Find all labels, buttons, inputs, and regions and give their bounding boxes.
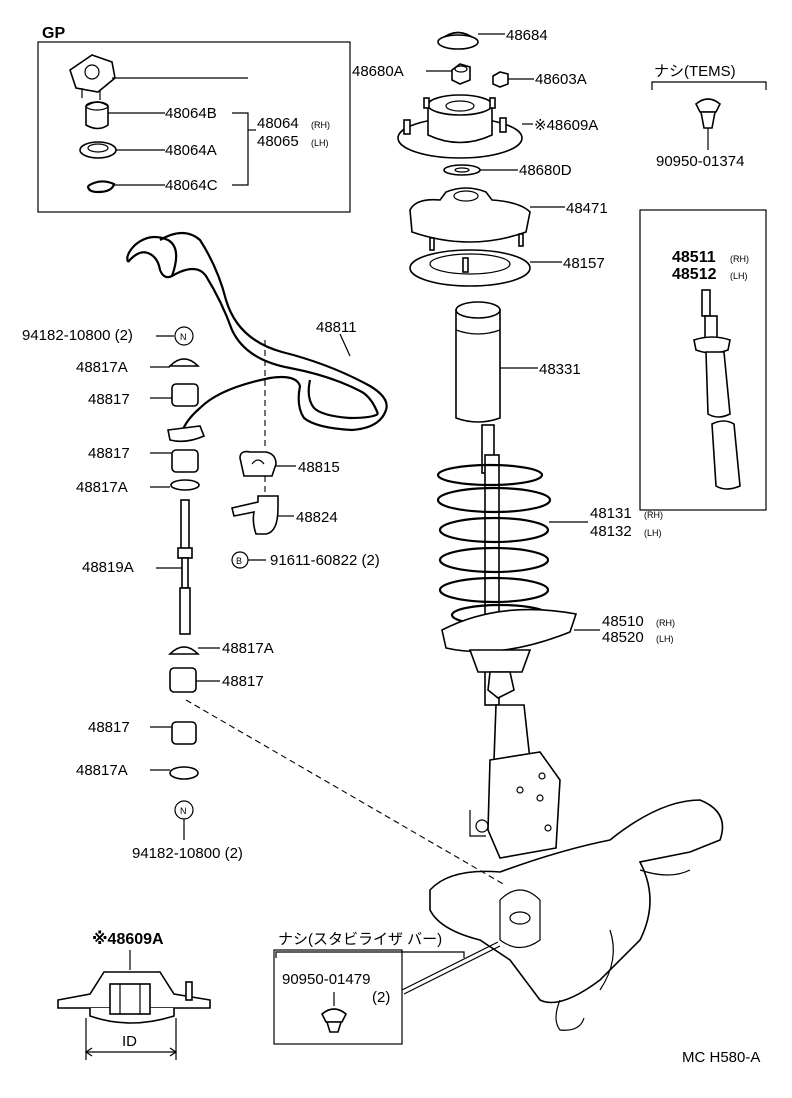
diagram-code: MC H580-A [682, 1049, 760, 1066]
bushing-48817-4-part [171, 721, 197, 745]
label-48680d: 48680D [519, 162, 572, 179]
label-48824: 48824 [296, 509, 338, 526]
retainer-48817a-2-part [170, 479, 200, 491]
detail-title: ※48609A [92, 930, 164, 948]
support-48609a-part [397, 94, 523, 159]
label-90950-01479: 90950-01479 [282, 971, 370, 988]
strut-part [441, 608, 578, 859]
label-48064c: 48064C [165, 177, 218, 194]
label-48511-rh-tag: (RH) [730, 254, 749, 264]
label-48817-1: 48817 [88, 391, 130, 408]
insulator-48157-part [409, 249, 531, 287]
bumper-48331-part [455, 301, 501, 423]
snap-ring-48064c-part [86, 180, 116, 194]
label-48132: 48132 [590, 523, 632, 540]
label-48520: 48520 [602, 629, 644, 646]
label-48065-lh-tag: (LH) [311, 138, 329, 148]
steering-knuckle-part [429, 799, 724, 1031]
stabilizer-note-box: ナシ(スタビライザ バー) 90950-01479 (2) [273, 931, 501, 1045]
detail-dimension: ID [122, 1033, 137, 1050]
label-48817a-1: 48817A [76, 359, 128, 376]
nut-48603a-part [492, 71, 509, 88]
nut-marker-bottom: N [180, 806, 187, 816]
tems-box: ナシ(TEMS) 90950-01374 48511 (RH) 48512 (L… [639, 63, 767, 511]
label-48520-lh-tag: (LH) [656, 634, 674, 644]
bushing-48064b-part [85, 101, 109, 130]
label-48819a: 48819A [82, 559, 134, 576]
stabilizer-note-title: ナシ(スタビライザ バー) [278, 931, 442, 948]
link-bolt-48819a-part [177, 499, 193, 635]
label-48817-2: 48817 [88, 445, 130, 462]
label-48064: 48064 [257, 115, 299, 132]
bushing-48817-2-part [171, 449, 199, 473]
label-48512-lh-tag: (LH) [730, 271, 748, 281]
stabilizer-bracket-48824-part [231, 495, 279, 535]
label-48817a-4: 48817A [76, 762, 128, 779]
label-48331: 48331 [539, 361, 581, 378]
label-48817a-3: 48817A [222, 640, 274, 657]
stabilizer-link-stack: 94182-10800 (2) N 48817A 48817 48817 488… [22, 326, 274, 862]
strut-mount-stack: 48684 48680A 48603A ※48609A [352, 27, 608, 423]
seat-48471-part [409, 187, 531, 251]
nut-48680a-part [451, 63, 471, 85]
cap-48684-part [437, 31, 479, 50]
nut-marker-n-icon [174, 326, 194, 346]
label-48471: 48471 [566, 200, 608, 217]
retainer-48817a-1-part [168, 358, 200, 367]
bushing-48817-3-part [169, 667, 197, 693]
label-48609a: ※48609A [534, 117, 598, 134]
shock-absorber-part [693, 289, 741, 490]
label-48131-rh-tag: (RH) [644, 510, 663, 520]
kit-group-title: GP [42, 25, 65, 42]
label-48131: 48131 [590, 505, 632, 522]
label-48512: 48512 [672, 266, 717, 283]
label-48684: 48684 [506, 27, 548, 44]
label-48510: 48510 [602, 613, 644, 630]
label-48510-rh-tag: (RH) [656, 618, 675, 628]
label-94182-10800-top: 94182-10800 (2) [22, 327, 133, 344]
label-91611-60822: 91611-60822 (2) [270, 552, 380, 569]
label-48815: 48815 [298, 459, 340, 476]
detail-48609a: ※48609A ID [57, 930, 211, 1060]
nut-marker-top: N [180, 332, 187, 342]
label-48817-4: 48817 [88, 719, 130, 736]
label-48511: 48511 [672, 249, 716, 266]
label-48132-lh-tag: (LH) [644, 528, 662, 538]
label-48065: 48065 [257, 133, 299, 150]
label-48817a-2: 48817A [76, 479, 128, 496]
stabilizer-bushing-48815-part [239, 450, 277, 477]
label-48680a: 48680A [352, 63, 404, 80]
label-48064a: 48064A [165, 142, 217, 159]
bearing-cover-part [69, 54, 116, 100]
label-90950-01374: 90950-01374 [656, 153, 744, 170]
link-plate-part [167, 425, 206, 443]
label-48603a: 48603A [535, 71, 587, 88]
clip-90950-01479-part [321, 1008, 347, 1033]
label-48157: 48157 [563, 255, 605, 272]
label-90950-01479-qty: (2) [372, 989, 390, 1006]
stabilizer-bar-part [126, 231, 388, 433]
label-48064b: 48064B [165, 105, 217, 122]
retainer-48817a-4-part [169, 766, 199, 780]
clip-90950-01374-part [695, 98, 721, 129]
label-48817-3: 48817 [222, 673, 264, 690]
label-48064-rh-tag: (RH) [311, 120, 330, 130]
tems-title: ナシ(TEMS) [654, 63, 736, 80]
seal-48064a-part [79, 141, 117, 159]
bolt-marker: B [236, 556, 242, 566]
bushing-48817-1-part [171, 383, 199, 407]
label-94182-10800-bottom: 94182-10800 (2) [132, 845, 243, 862]
retainer-48817a-3-part [168, 646, 200, 655]
washer-48680d-part [443, 164, 481, 176]
kit-group-box: GP 48064B 48064A 48064C 48064 (R [37, 25, 351, 213]
label-48811: 48811 [316, 319, 357, 336]
